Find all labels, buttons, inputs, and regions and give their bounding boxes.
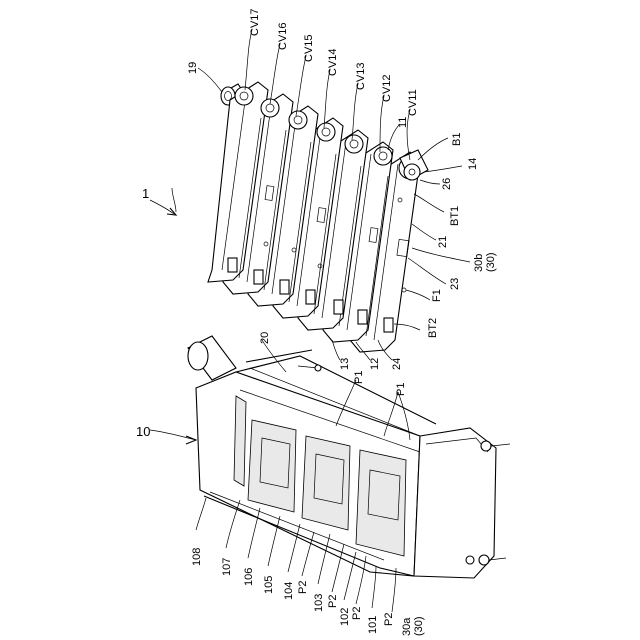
label-cv11: CV11 bbox=[407, 89, 419, 116]
label-b1: B1 bbox=[451, 133, 463, 146]
label-14: 14 bbox=[467, 158, 479, 170]
label-cv12: CV12 bbox=[381, 74, 393, 102]
label-102: 102 bbox=[339, 608, 351, 626]
label-19: 19 bbox=[187, 62, 199, 74]
label-f1: F1 bbox=[431, 289, 443, 302]
label-20: 20 bbox=[259, 332, 271, 344]
assembly-arrow-10 bbox=[186, 436, 196, 444]
label-30a-paren: (30) bbox=[413, 616, 425, 636]
label-base: 10 bbox=[136, 424, 150, 439]
label-105: 105 bbox=[263, 576, 275, 594]
label-bt1: BT1 bbox=[449, 206, 461, 226]
label-13: 13 bbox=[339, 358, 351, 370]
label-p2-c: P2 bbox=[351, 607, 363, 620]
label-p2-a: P2 bbox=[297, 581, 309, 594]
label-cv16: CV16 bbox=[277, 22, 289, 50]
label-30b-paren: (30) bbox=[485, 252, 497, 272]
label-cv14: CV14 bbox=[327, 48, 339, 76]
label-30a: 30a bbox=[401, 617, 413, 636]
label-106: 106 bbox=[243, 568, 255, 586]
label-p1-b: P1 bbox=[395, 383, 407, 396]
base-roller bbox=[188, 336, 236, 380]
label-p2-b: P2 bbox=[327, 595, 339, 608]
label-cv17: CV17 bbox=[249, 8, 261, 36]
assembly-arrow-1 bbox=[150, 200, 176, 215]
label-bt2: BT2 bbox=[427, 318, 439, 338]
conveyor-module bbox=[208, 82, 428, 352]
label-p1-a: P1 bbox=[353, 371, 365, 384]
label-23: 23 bbox=[449, 278, 461, 290]
label-11: 11 bbox=[397, 117, 409, 128]
label-12: 12 bbox=[369, 358, 381, 370]
front-end-plate bbox=[414, 428, 510, 578]
label-24: 24 bbox=[391, 358, 403, 370]
label-101: 101 bbox=[367, 616, 379, 634]
label-108: 108 bbox=[191, 548, 203, 566]
label-cv13: CV13 bbox=[355, 62, 367, 90]
label-107: 107 bbox=[221, 558, 233, 576]
label-104: 104 bbox=[283, 582, 295, 600]
label-cv15: CV15 bbox=[303, 34, 315, 62]
label-p2-d: P2 bbox=[383, 613, 395, 626]
label-103: 103 bbox=[313, 594, 325, 612]
base-unit bbox=[188, 336, 510, 578]
label-21: 21 bbox=[437, 236, 449, 248]
label-26: 26 bbox=[441, 178, 453, 190]
label-30b: 30b bbox=[473, 254, 485, 272]
label-assembly: 1 bbox=[142, 186, 149, 201]
